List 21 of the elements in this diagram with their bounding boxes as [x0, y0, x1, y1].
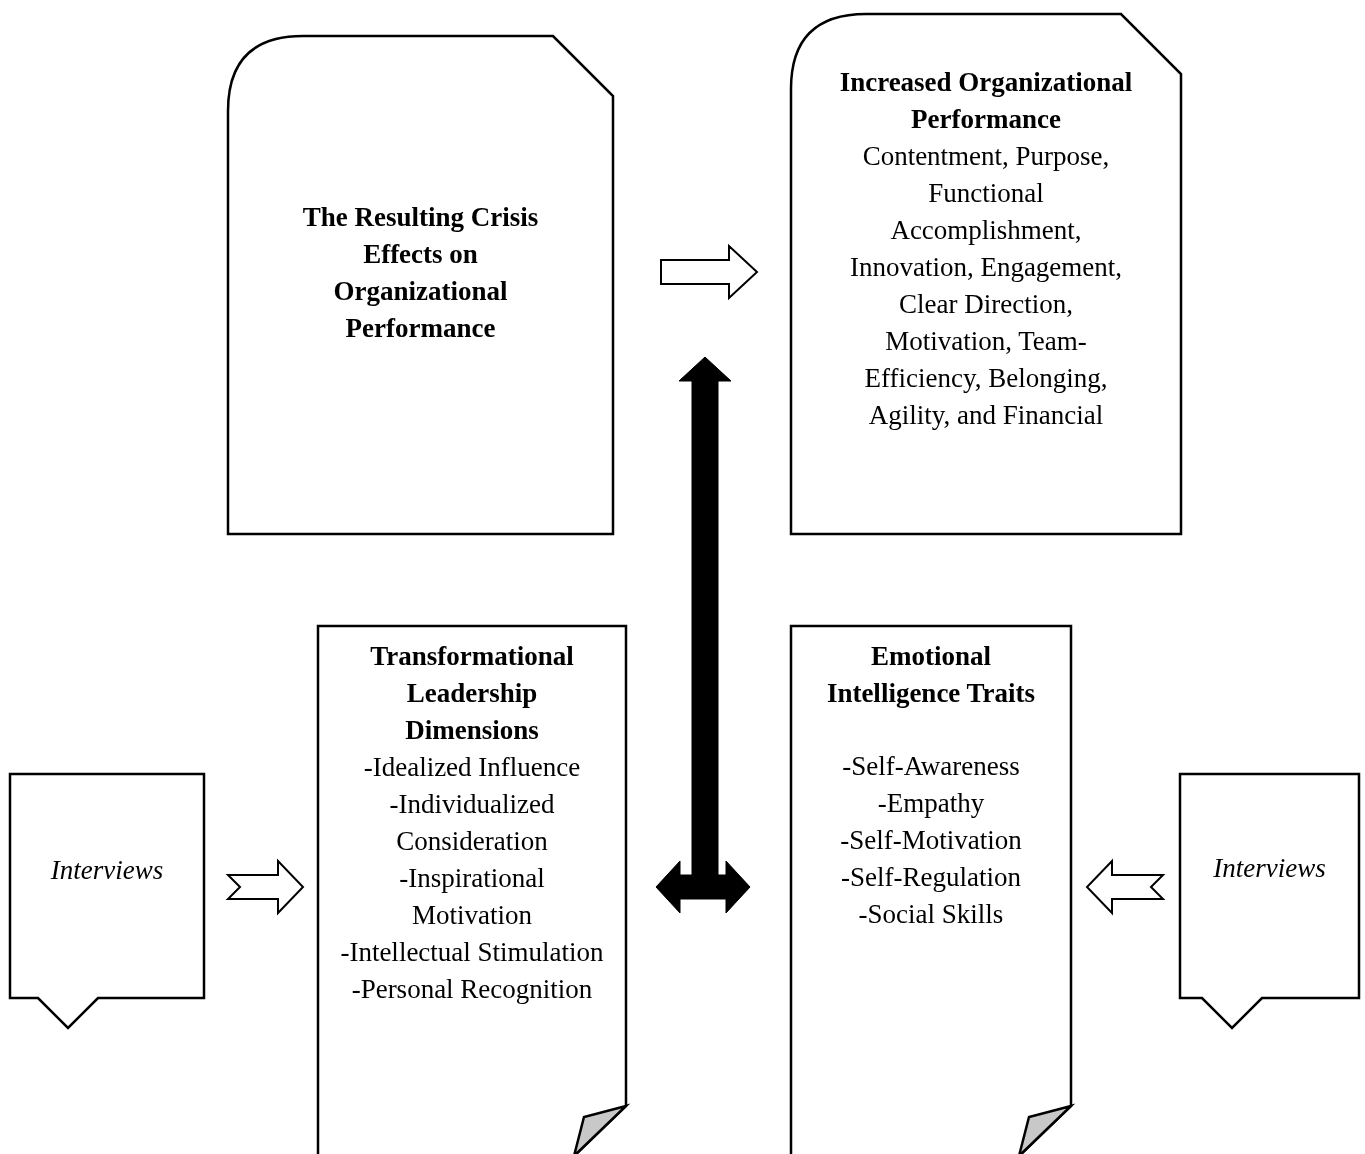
list-item: -Social Skills: [857, 898, 1005, 931]
list-item: -Self-Regulation: [840, 861, 1022, 894]
list-item: -Idealized Influence: [362, 751, 582, 784]
box-heading: Transformational Leadership Dimensions: [369, 640, 575, 747]
list-item: -Self-Awareness: [841, 750, 1021, 783]
box-heading: The Resulting Crisis Effects on Organizational Performance: [301, 201, 540, 345]
box-label: Interviews: [49, 853, 165, 887]
block-arrow: [1085, 858, 1166, 916]
list-item: -Individualized Consideration: [388, 788, 556, 858]
body-text: Contentment, Purpose, Functional Accomplishment, Innovation, Engagement, Clear Direction, Motivation, Team-Efficiency, Belonging, Agility, and Financial: [848, 140, 1124, 432]
thick-arrow: [655, 860, 751, 914]
list-item: -Personal Recognition: [350, 973, 594, 1006]
list-item: -Self-Motivation: [839, 824, 1023, 857]
list-item: -Intellectual Stimulation: [339, 936, 605, 969]
list-item: -Inspirational Motivation: [398, 862, 546, 932]
block-arrow: [660, 243, 759, 301]
box-heading: Increased Organizational Performance: [838, 66, 1134, 136]
list-item: -Empathy: [876, 787, 986, 820]
box-heading: Emotional Intelligence Traits: [825, 640, 1037, 710]
block-arrow: [225, 858, 305, 916]
box-label: Interviews: [1212, 851, 1327, 885]
